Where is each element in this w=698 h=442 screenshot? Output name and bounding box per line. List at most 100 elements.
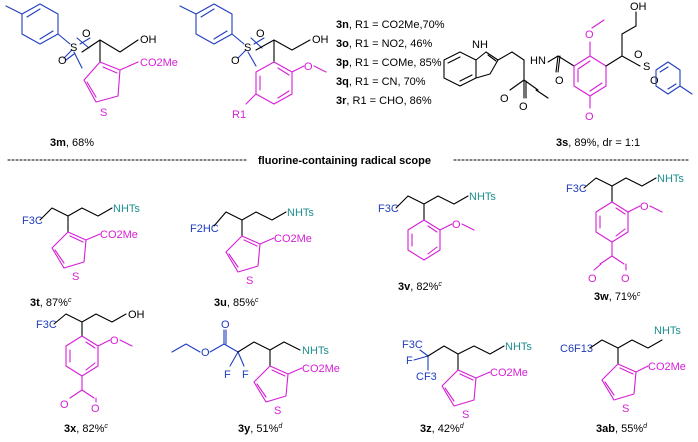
substituent-text: R1 = CN, 70% xyxy=(355,76,426,88)
ester-oxygen: O xyxy=(519,101,528,113)
carbonyl-oxygen: O xyxy=(221,319,230,331)
svg-text:3p, R1 = COMe, 85%: 3p, R1 = COMe, 85% xyxy=(336,57,442,69)
compound-3z: F3C F CF3 NHTs S CO2Me 3z, 42%d xyxy=(402,339,532,435)
section-title: fluorine-containing radical scope xyxy=(258,155,431,167)
svg-text:3ab, 55%d: 3ab, 55%d xyxy=(596,423,648,435)
footnote: c xyxy=(438,281,442,288)
hydroxyl-group: OH xyxy=(128,309,145,321)
amide-hn: HN xyxy=(530,55,546,67)
nhts-group: NHTs xyxy=(505,341,532,353)
tosyl-ring xyxy=(21,3,59,45)
compound-code: 3z xyxy=(420,423,432,435)
compound-yield: 82% xyxy=(416,281,438,293)
methoxy-oxygen: O xyxy=(304,61,313,73)
carbonyl-oxygen: O xyxy=(621,273,630,285)
compound-yield: 87% xyxy=(46,297,68,309)
benzene-ring xyxy=(573,41,607,109)
sulfur-atom: S xyxy=(70,42,77,54)
r1-substituent: R1 xyxy=(232,109,246,121)
methoxy-oxygen: O xyxy=(585,111,594,123)
oxygen-atom: O xyxy=(650,75,659,87)
compound-3u: F2HC NHTs S CO2Me 3u, 85%c xyxy=(190,207,314,309)
compound-3ab: C6F13 NHTs S CO2Me 3ab, 55%d xyxy=(560,325,686,435)
difluoromethyl-group: F2HC xyxy=(190,223,219,235)
compound-3m: S O O OH S CO2Me 3m, 68% xyxy=(5,3,178,149)
thiophene-sulfur: S xyxy=(246,275,253,287)
nhts-group: NHTs xyxy=(113,203,140,215)
benzene-ring xyxy=(65,335,133,403)
svg-text:3r, R1 = CHO, 86%: 3r, R1 = CHO, 86% xyxy=(336,95,432,107)
footnote: d xyxy=(460,423,465,430)
methoxy-oxygen: O xyxy=(110,335,119,347)
svg-text:3s, 89%, dr = 1:1: 3s, 89%, dr = 1:1 xyxy=(556,137,640,149)
compound-code: 3p xyxy=(336,57,349,69)
oxygen-atom: O xyxy=(82,28,91,40)
svg-text:3n, R1 = CO2Me,70%: 3n, R1 = CO2Me,70% xyxy=(336,19,445,31)
substituent-text: R1 = CO2Me,70% xyxy=(355,19,445,31)
compound-code: 3s xyxy=(556,137,568,149)
tosyl-ring xyxy=(655,61,693,95)
trifluoromethyl-group: F3C xyxy=(378,203,399,215)
compound-code: 3t xyxy=(30,297,40,309)
compound-code: 3v xyxy=(398,281,411,293)
compound-yield: 85% xyxy=(233,297,255,309)
compound-3v: F3C NHTs O 3v, 82%c xyxy=(378,191,496,293)
thiophene-ring xyxy=(51,231,101,269)
compound-yield: 55% xyxy=(621,423,643,435)
compound-yield: 51% xyxy=(256,423,278,435)
thiophene-sulfur: S xyxy=(622,403,629,415)
svg-text:3v, 82%c: 3v, 82%c xyxy=(398,281,442,293)
r1-list: 3n, R1 = CO2Me,70% 3o, R1 = NO2, 46% 3p,… xyxy=(336,19,445,107)
compound-yield: 89%, dr = 1:1 xyxy=(574,137,640,149)
hydroxyl-group: OH xyxy=(630,1,647,13)
compound-code: 3n xyxy=(336,19,349,31)
ester-group: CO2Me xyxy=(648,361,686,373)
compound-code: 3y xyxy=(238,423,251,435)
oxygen-atom: O xyxy=(634,49,643,61)
svg-text:3o, R1 = NO2, 46%: 3o, R1 = NO2, 46% xyxy=(336,38,433,50)
nhts-group: NHTs xyxy=(469,191,496,203)
nhts-group: NHTs xyxy=(287,207,314,219)
thiophene-sulfur: S xyxy=(72,271,79,283)
compound-3y: O O F F NHTs S CO2Me 3y, 51%d xyxy=(171,319,340,435)
ester-group: CO2Me xyxy=(490,367,528,379)
compound-code: 3x xyxy=(64,423,77,435)
substituent-text: R1 = NO2, 46% xyxy=(355,38,433,50)
sulfur-atom: S xyxy=(643,61,650,73)
compound-3n-3r: S O O OH O R1 3n, R1 = CO2Me,70% 3o, R1 … xyxy=(179,3,445,121)
compound-code: 3ab xyxy=(596,423,615,435)
thiophene-ring xyxy=(83,61,139,103)
svg-text:3t, 87%c: 3t, 87%c xyxy=(30,297,72,309)
compound-yield: 71% xyxy=(615,291,637,303)
tosyl-ring xyxy=(195,3,233,45)
nhts-group: NHTs xyxy=(654,325,681,337)
ester-oxygen: O xyxy=(60,399,69,411)
compound-3w: F3C NHTs O O O 3w, 71%c xyxy=(566,173,684,303)
svg-text:3q, R1 = CN, 70%: 3q, R1 = CN, 70% xyxy=(336,76,426,88)
oxygen-atom: O xyxy=(58,55,67,67)
indole-nh: NH xyxy=(472,39,488,51)
compound-3t: F3C NHTs S CO2Me 3t, 87%c xyxy=(22,203,140,309)
footnote: d xyxy=(643,423,648,430)
benzene-ring xyxy=(407,219,475,261)
compound-yield: 68% xyxy=(72,137,94,149)
compound-code: 3q xyxy=(336,76,349,88)
thiophene-sulfur: S xyxy=(274,405,281,417)
trifluoromethyl-group: CF3 xyxy=(416,371,437,383)
thiophene-sulfur: S xyxy=(462,409,469,421)
oxygen-atom: O xyxy=(231,55,240,67)
indole-ring xyxy=(443,51,549,99)
svg-text:3y, 51%d: 3y, 51%d xyxy=(238,423,283,435)
compound-3s: NH HN O O O O O OH S O O 3s, 89%, dr xyxy=(443,1,693,149)
svg-text:3u, 85%c: 3u, 85%c xyxy=(214,297,259,309)
thiophene-ring xyxy=(601,363,649,401)
footnote: d xyxy=(278,423,283,430)
compound-yield: 42% xyxy=(438,423,460,435)
svg-text:3x, 82%c: 3x, 82%c xyxy=(64,423,108,435)
compound-yield: 82% xyxy=(82,423,104,435)
compound-code: 3m xyxy=(50,137,66,149)
fluorine-atom: F xyxy=(224,369,231,381)
footnote: c xyxy=(68,297,72,304)
hydroxyl-group: OH xyxy=(312,34,329,46)
